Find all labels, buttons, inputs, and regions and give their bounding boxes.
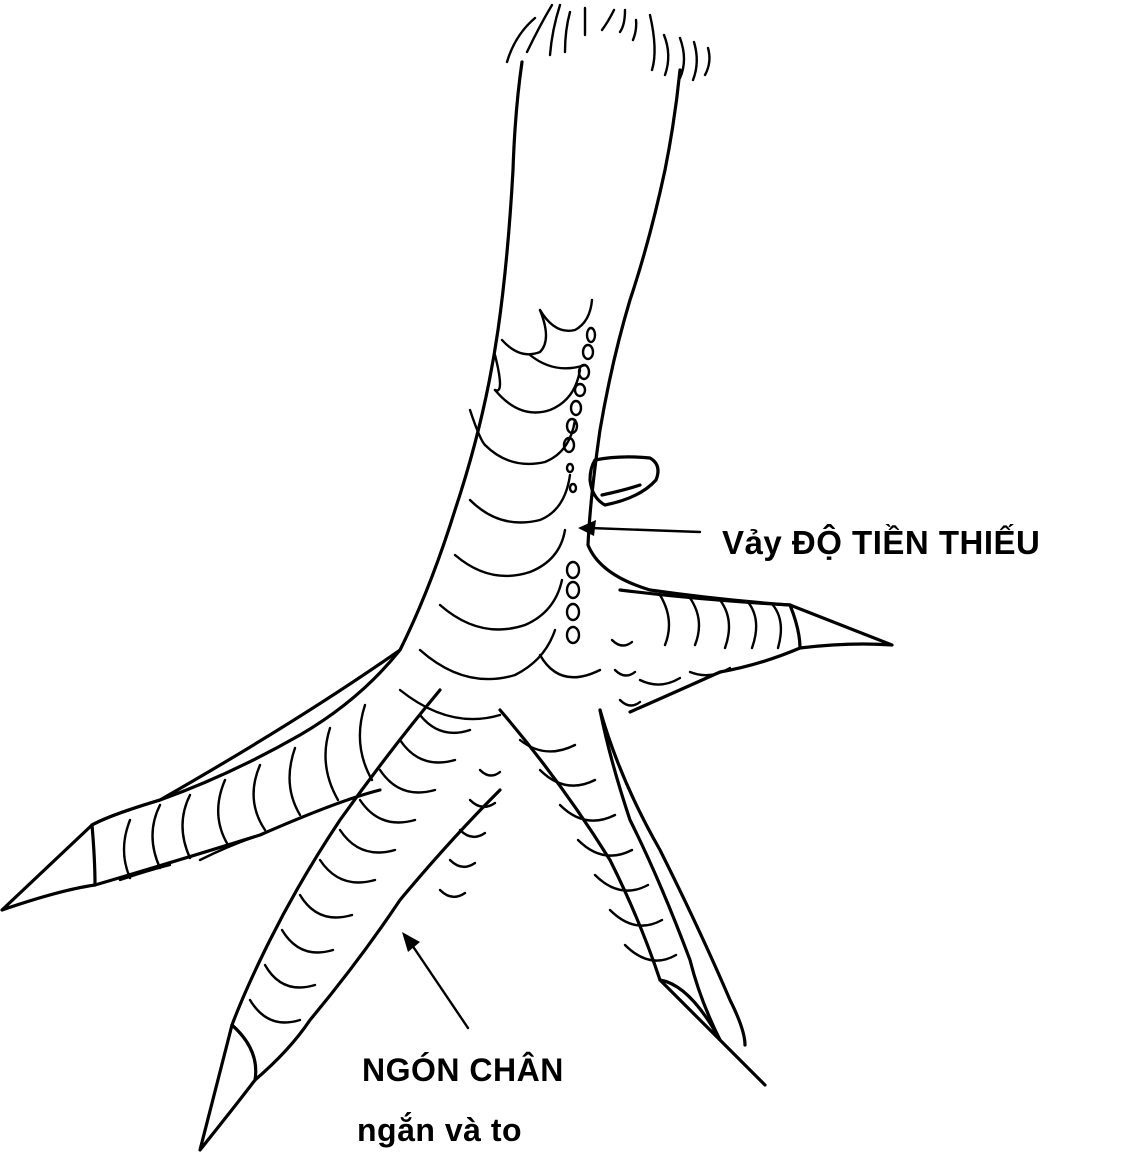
scale-label: Vảy ĐỘ TIỀN THIẾU [722, 524, 1041, 561]
web-scales [438, 638, 642, 898]
feather-tufts [505, 3, 711, 82]
scale-arrow [578, 520, 702, 536]
left-toe [0, 648, 402, 912]
toe-label-description: ngắn và to [357, 1112, 523, 1148]
right-toe [618, 588, 894, 714]
shank-scales [398, 298, 602, 721]
shank [90, 60, 792, 827]
inner-toe [498, 708, 767, 1087]
toe-label-title: NGÓN CHÂN [362, 1052, 564, 1088]
toe-arrow [402, 932, 470, 1030]
middle-toe [198, 688, 502, 1152]
spur [588, 455, 660, 507]
small-scale-row [562, 326, 597, 645]
